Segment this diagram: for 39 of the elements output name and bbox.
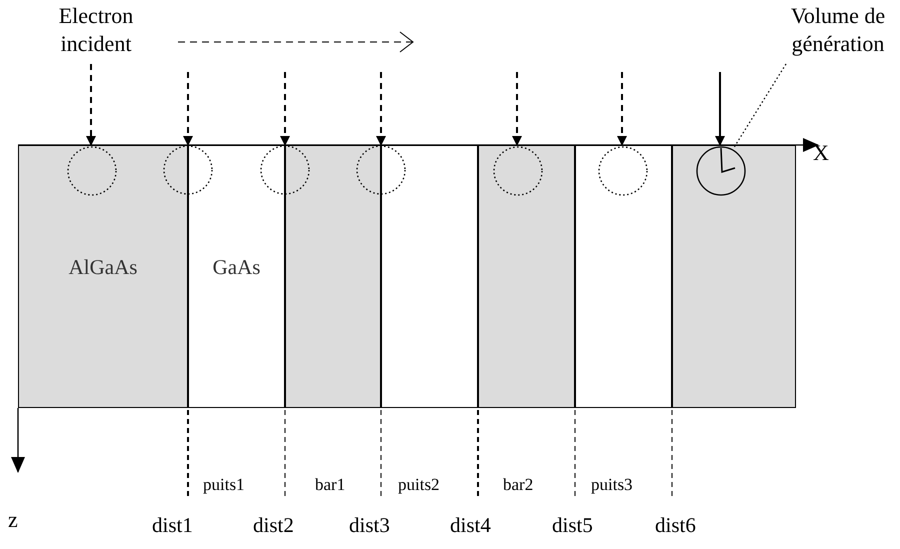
gaas-layer bbox=[381, 145, 478, 408]
algaas-layer bbox=[478, 145, 575, 408]
layer-label: GaAs bbox=[212, 254, 262, 281]
axis-label: bar1 bbox=[315, 474, 346, 496]
electron-beam-arrow bbox=[376, 72, 386, 146]
axis-label: z bbox=[8, 506, 18, 534]
axis-label: X bbox=[813, 139, 829, 167]
leader-line bbox=[732, 64, 786, 150]
electron-beam-arrow bbox=[183, 72, 193, 146]
axis-label: dist4 bbox=[450, 512, 491, 539]
axis-label: puits1 bbox=[203, 474, 245, 496]
axis-label: bar2 bbox=[503, 474, 534, 496]
algaas-layer bbox=[672, 145, 796, 408]
generation-volume-circle bbox=[163, 145, 213, 195]
generation-volume-circle bbox=[356, 145, 406, 195]
electron-beam-arrow bbox=[512, 72, 522, 146]
generation-volume-circle bbox=[67, 146, 117, 196]
axis-label: dist2 bbox=[253, 512, 294, 539]
algaas-layer bbox=[285, 145, 381, 408]
generation-volume-circle bbox=[493, 146, 543, 196]
axis-label: puits3 bbox=[591, 474, 633, 496]
annotation-text: Volume de génération bbox=[776, 2, 900, 64]
axis-label: dist6 bbox=[655, 512, 696, 539]
gaas-layer bbox=[575, 145, 672, 408]
axis-label: dist5 bbox=[552, 512, 593, 539]
axis-label: dist3 bbox=[349, 512, 390, 539]
gaas-layer bbox=[188, 145, 285, 408]
electron-beam-arrow bbox=[617, 72, 627, 146]
electron-beam-arrow bbox=[86, 64, 96, 146]
generation-volume-circle bbox=[598, 146, 648, 196]
electron-beam-arrow bbox=[280, 72, 290, 146]
axis-label: dist1 bbox=[152, 512, 193, 539]
electron-beam-arrow bbox=[715, 72, 725, 146]
axis-label: puits2 bbox=[398, 474, 440, 496]
generation-volume-circle bbox=[696, 146, 746, 196]
layer-label: AlGaAs bbox=[68, 254, 138, 281]
generation-volume-circle bbox=[260, 145, 310, 195]
algaas-layer bbox=[18, 145, 188, 408]
annotation-text: Electron incident bbox=[38, 2, 154, 64]
